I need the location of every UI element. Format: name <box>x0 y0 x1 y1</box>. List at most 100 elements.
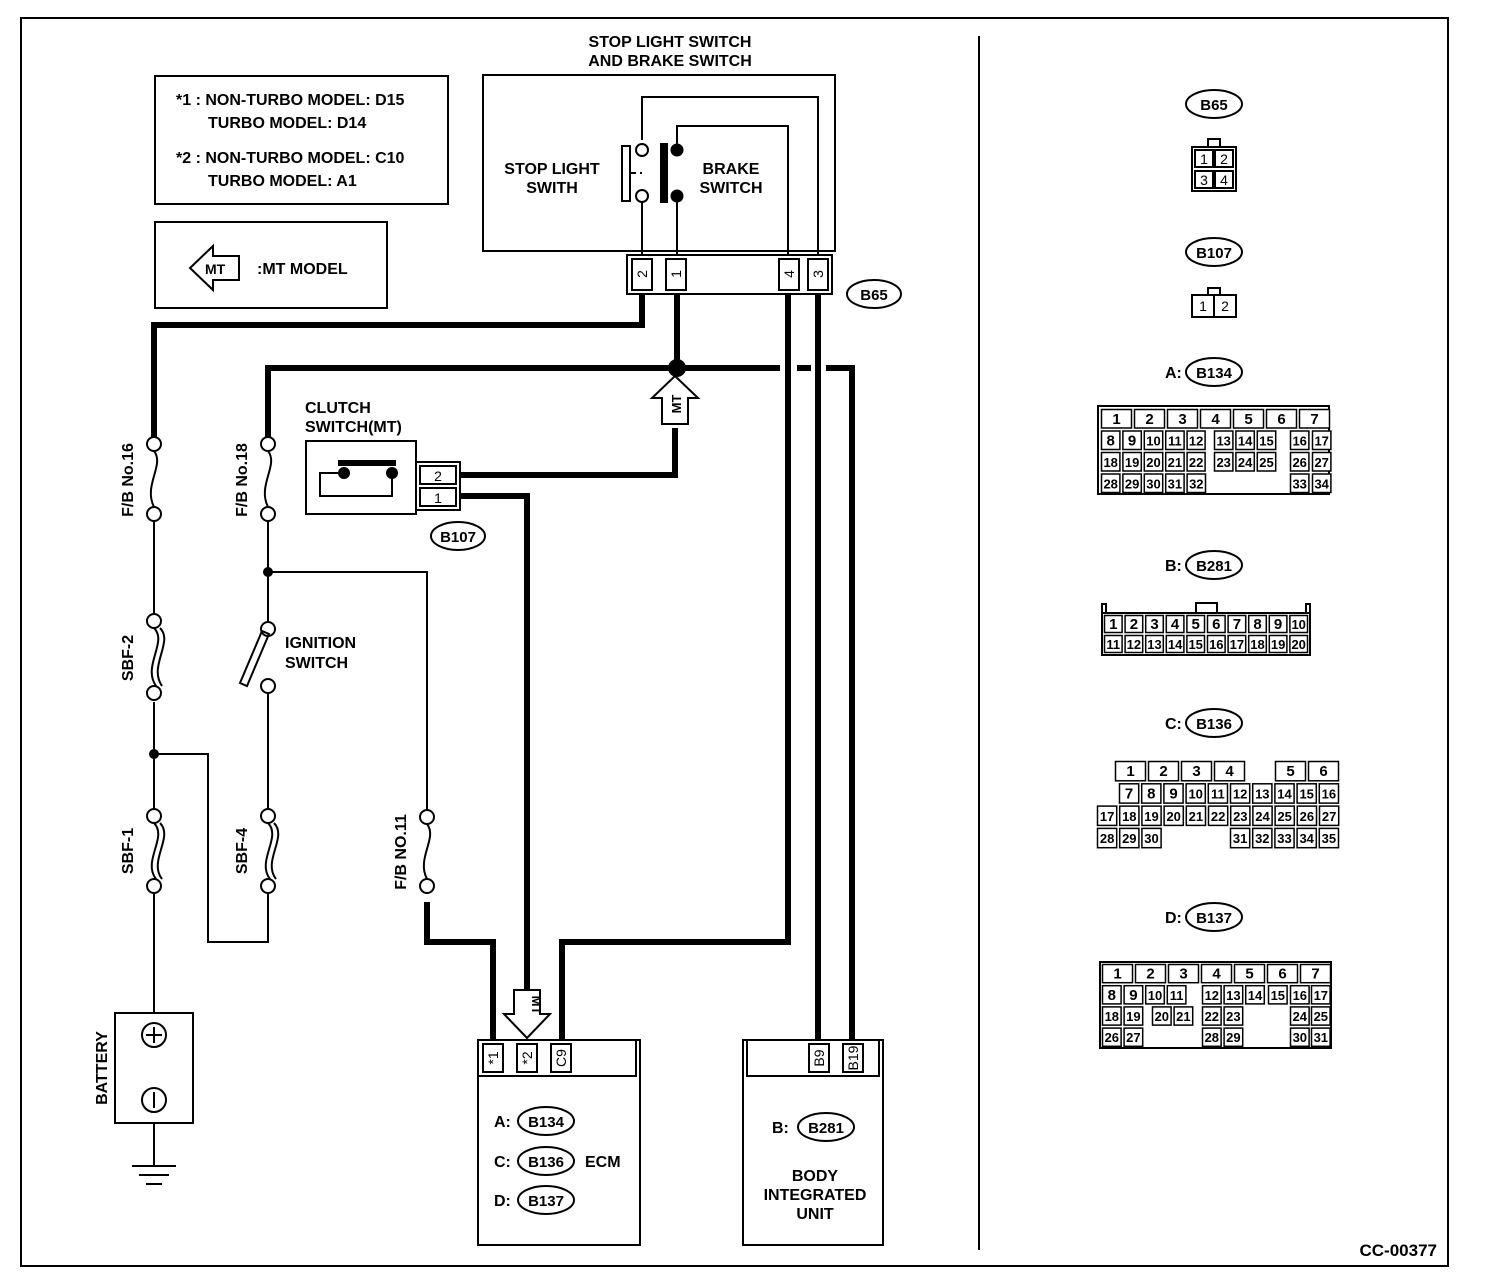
panel-b134-cell <box>1298 408 1331 429</box>
panel-b136-cell <box>1185 805 1207 827</box>
panel-b137-pin: 30 <box>1293 1030 1307 1045</box>
panel-b137-cell <box>1267 984 1288 1005</box>
panel-b134-cell <box>1133 408 1166 429</box>
panel-b134-pin: 15 <box>1259 433 1273 448</box>
b65-pin-3: 3 <box>810 270 826 278</box>
panel-b281-cell <box>1186 614 1206 634</box>
panel-b281-cell <box>1247 634 1268 654</box>
panel-b134-pin: 10 <box>1146 433 1160 448</box>
panel-b134-pin: 29 <box>1125 476 1139 491</box>
panel-b136-cell <box>1096 827 1118 849</box>
panel-b136-cell <box>1114 760 1147 782</box>
panel-b134-pin: 33 <box>1292 476 1306 491</box>
panel-b136-pin: 2 <box>1159 763 1167 780</box>
panel-b134-pin: 2 <box>1145 411 1153 428</box>
panel-b136-cell <box>1251 827 1273 849</box>
panel-b136-pin: 6 <box>1319 763 1327 780</box>
panel-b137-cell <box>1201 1006 1222 1026</box>
panel-b137-cell <box>1200 963 1233 984</box>
panel-b134-cell <box>1143 473 1164 494</box>
panel-b137-pin: 13 <box>1226 988 1240 1003</box>
panel-b136-pin: 33 <box>1277 831 1291 846</box>
panel-b137-cell <box>1201 984 1222 1005</box>
panel-b136-cell <box>1274 827 1295 849</box>
panel-b281-cell <box>1247 614 1268 634</box>
mt-arrow-junction-text: MT <box>669 395 684 414</box>
panel-b134-pin: 11 <box>1168 433 1182 448</box>
panel-b137-pin: 16 <box>1293 988 1307 1003</box>
panel-b137-pin: 15 <box>1271 988 1285 1003</box>
panel-b134-cell <box>1143 430 1164 451</box>
panel-b137-cell <box>1244 984 1266 1005</box>
panel-c-prefix: C: <box>1165 716 1182 733</box>
panel-b134-pin: 28 <box>1103 476 1117 491</box>
panel-b137-pin: 31 <box>1314 1030 1328 1045</box>
panel-b281-cell <box>1165 634 1185 654</box>
panel-b281-badge <box>1185 550 1243 580</box>
panel-b134-cell <box>1199 408 1232 429</box>
panel-b136-pin: 16 <box>1322 786 1336 801</box>
fuse-fb16-label: F/B No.16 <box>120 443 137 517</box>
fuse-fb18: F/B No.18 <box>234 436 276 522</box>
fuse-sbf1: SBF-1 <box>120 808 166 894</box>
b107-pin-1: 1 <box>434 490 442 506</box>
b65-pin-2: 2 <box>634 270 650 278</box>
biu-pin-b19: B19 <box>845 1045 861 1070</box>
panel-b134-cell <box>1213 430 1234 451</box>
panel-b134-pin: 4 <box>1211 411 1220 428</box>
panel-b136-cell <box>1251 783 1273 804</box>
stop-light-label-1: STOP LIGHT <box>504 161 600 178</box>
panel-b137-cell <box>1123 1006 1144 1026</box>
panel-b107-label: B107 <box>1196 245 1232 262</box>
panel-b65-pin: 2 <box>1220 151 1228 167</box>
panel-b136-pin: 12 <box>1233 786 1247 801</box>
panel-b281-label: B281 <box>1196 558 1232 575</box>
panel-b65-label: B65 <box>1200 97 1228 114</box>
stop-light-brake-switch: STOP LIGHT SWITCH AND BRAKE SWITCH STOP … <box>482 34 902 309</box>
panel-b134-cell <box>1164 451 1185 472</box>
panel-b137-pin: 26 <box>1105 1030 1119 1045</box>
panel-b137-pin: 6 <box>1278 966 1286 983</box>
panel-b281-pin: 8 <box>1253 616 1261 633</box>
panel-b136-cell <box>1118 783 1140 804</box>
mt-legend: MT :MT MODEL <box>154 221 388 309</box>
panel-b137-cell <box>1167 963 1200 984</box>
panel-b136-pin: 11 <box>1211 786 1225 801</box>
panel-b136-cell <box>1141 805 1162 827</box>
panel-b136-pin: 4 <box>1225 763 1234 780</box>
panel-b134-cell <box>1100 473 1121 494</box>
panel-b136-pin: 22 <box>1211 809 1225 824</box>
panel-b136-cell <box>1318 805 1340 827</box>
clutch-title-2: SWITCH(MT) <box>305 419 402 436</box>
panel-b134-cell <box>1311 451 1332 472</box>
panel-b134-cell <box>1256 451 1277 472</box>
panel-b136-pin: 21 <box>1189 809 1203 824</box>
ecm-b134-badge <box>517 1106 575 1136</box>
note-line-4: TURBO MODEL: A1 <box>208 173 357 190</box>
fuse-sbf4: SBF-4 <box>234 808 280 894</box>
panel-b137-pin: 5 <box>1245 966 1253 983</box>
panel-b137-cell <box>1266 963 1299 984</box>
panel-b134-pin: 1 <box>1112 411 1120 428</box>
note-line-1: *1 : NON-TURBO MODEL: D15 <box>176 92 405 109</box>
mt-legend-label: :MT MODEL <box>257 261 348 278</box>
panel-b137-cell <box>1101 963 1134 984</box>
panel-b134-pin: 23 <box>1216 455 1230 470</box>
panel-b134-pin: 3 <box>1178 411 1186 428</box>
b107-pin-2: 2 <box>434 468 442 484</box>
fuse-fb11-label: F/B NO.11 <box>393 814 410 890</box>
panel-b281-cell <box>1206 614 1226 634</box>
panel-b137-cell <box>1101 1027 1122 1048</box>
ignition-label-1: IGNITION <box>285 635 356 652</box>
panel-b136-cell <box>1318 783 1340 804</box>
panel-b136-pin: 19 <box>1144 809 1158 824</box>
panel-b134-cell <box>1122 473 1143 494</box>
panel-b134-cell <box>1311 430 1332 451</box>
panel-b136-pin: 24 <box>1255 809 1270 824</box>
panel-b136-pin: 8 <box>1147 785 1155 802</box>
ecm-conn-d-prefix: D: <box>494 1193 511 1210</box>
b65-connector-label: B65 <box>860 287 888 304</box>
panel-b136-cell <box>1147 760 1180 782</box>
panel-b134-pin: 17 <box>1314 433 1328 448</box>
